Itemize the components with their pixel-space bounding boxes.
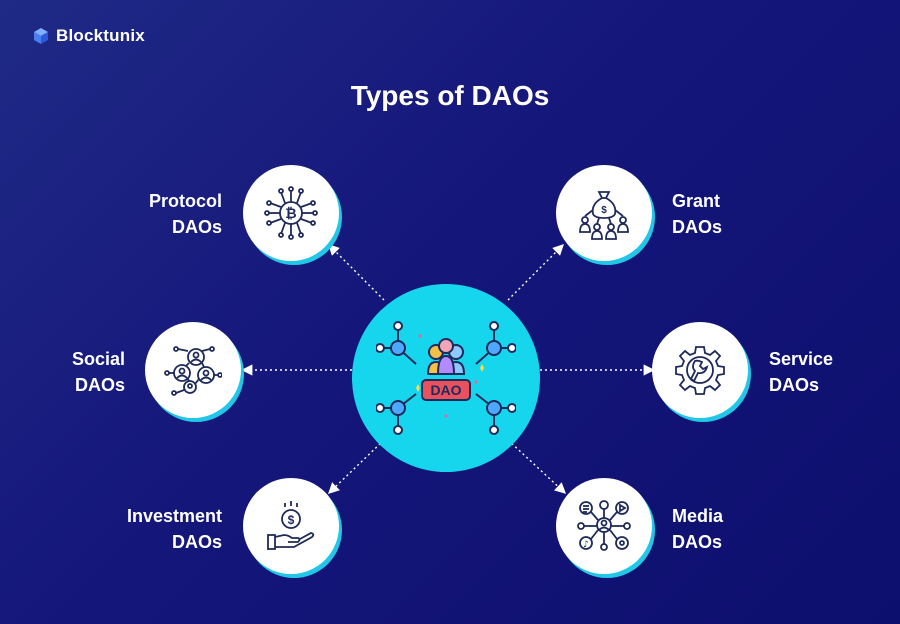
connector-media [507, 439, 567, 494]
svg-text:$: $ [288, 513, 295, 527]
social-network-icon [164, 346, 222, 396]
bitcoin-circuit-icon: ₿ [264, 186, 318, 240]
investment-daos-node: $ [243, 478, 339, 574]
svg-text:$: $ [601, 205, 607, 216]
social-daos-node [145, 322, 241, 418]
service-daos-label: Service DAOs [769, 349, 834, 395]
grant-daos-label: Grant DAOs [672, 191, 723, 237]
media-network-icon: ♪ [577, 500, 631, 551]
dao-label: DAO [430, 382, 461, 398]
investment-daos-label: Investment DAOs [126, 506, 222, 552]
page-title: Types of DAOs [350, 80, 550, 111]
dao-network-icon: DAO [376, 321, 516, 435]
service-daos-node [652, 322, 748, 418]
grant-daos-node: $ [556, 165, 652, 261]
connector-investment [327, 439, 385, 494]
brand-name: Blocktunix [56, 26, 145, 45]
connector-protocol [328, 244, 385, 301]
media-daos-node: ♪ [556, 478, 652, 574]
svg-text:₿: ₿ [285, 205, 296, 221]
dao-center-node: DAO [352, 284, 540, 472]
connector-grant [507, 244, 564, 301]
svg-text:♪: ♪ [583, 540, 589, 550]
protocol-daos-node: ₿ [243, 165, 339, 261]
cube-logo-icon [34, 28, 48, 44]
media-daos-label: Media DAOs [672, 506, 724, 552]
social-daos-label: Social DAOs [71, 349, 125, 395]
gear-wrench-icon [675, 346, 725, 395]
protocol-daos-label: Protocol DAOs [148, 191, 222, 237]
money-bag-people-icon: $ [579, 191, 629, 240]
coin-hand-icon: $ [267, 501, 315, 550]
brand-logo: Blocktunix [32, 26, 145, 46]
